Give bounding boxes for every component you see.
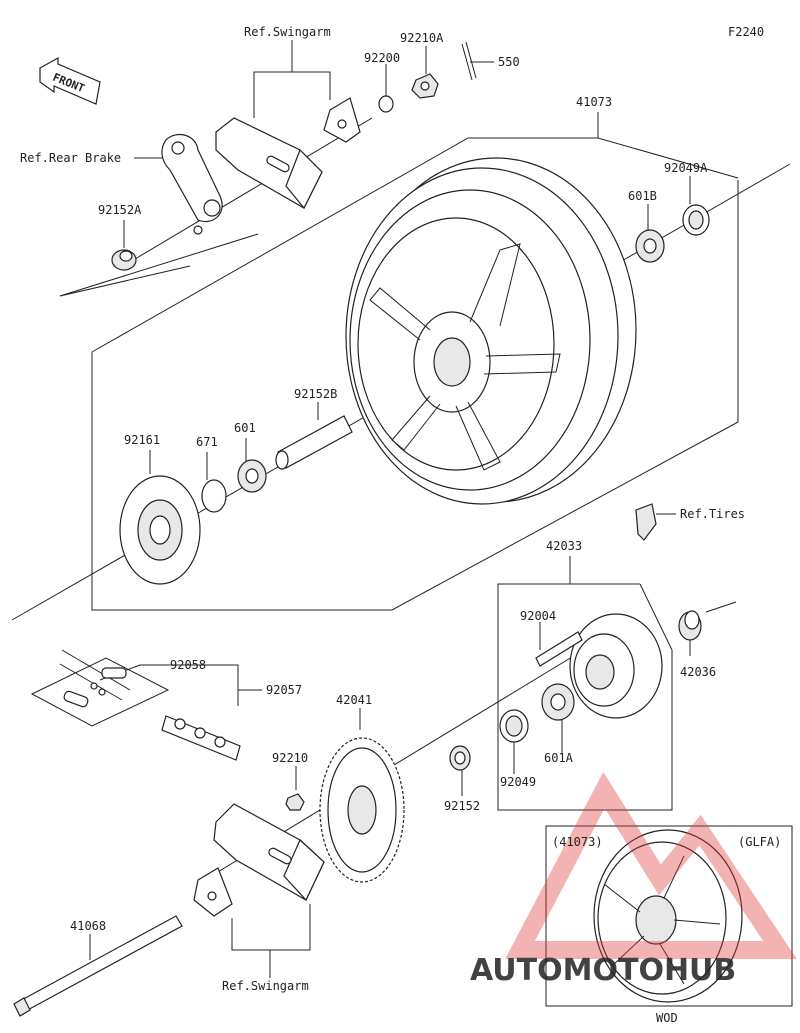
label-92057: 92057 (266, 683, 302, 697)
label-601: 601 (234, 421, 256, 435)
seal-92049A (682, 204, 710, 236)
nut-92210A (411, 73, 439, 99)
label-671: 671 (196, 435, 218, 449)
valve-ref-tires (635, 503, 657, 541)
collar-92152A (111, 249, 137, 271)
label-inset-color: WOD (656, 1011, 678, 1025)
bearing-601 (237, 459, 267, 493)
bearing-601A (541, 683, 575, 721)
label-92152: 92152 (444, 799, 480, 813)
label-92049: 92049 (500, 775, 536, 789)
label-601B: 601B (628, 189, 657, 203)
chain-adjuster-top (323, 97, 361, 143)
diagram-code: F2240 (728, 25, 764, 39)
watermark-text: AUTOMOTOHUB (470, 953, 736, 988)
chain-link-92058 (63, 667, 127, 708)
stud-92004 (535, 631, 583, 667)
rear-wheel-41073 (345, 157, 637, 505)
label-92152A: 92152A (98, 203, 142, 217)
inset-wheel-variant (545, 825, 793, 1007)
washer-92200 (378, 95, 394, 113)
label-92200: 92200 (364, 51, 400, 65)
damper-92161 (119, 475, 201, 585)
label-92210: 92210 (272, 751, 308, 765)
label-42033: 42033 (546, 539, 582, 553)
rear-brake-bracket (161, 133, 223, 235)
label-92152B: 92152B (294, 387, 337, 401)
label-92049A: 92049A (664, 161, 708, 175)
label-ref-rear-brake: Ref.Rear Brake (20, 151, 121, 165)
watermark-logo: AUTOMOTOHUB (470, 771, 797, 988)
label-42041: 42041 (336, 693, 372, 707)
label-92058: 92058 (170, 658, 206, 672)
o-ring-671 (201, 479, 227, 513)
label-ref-swingarm-bottom: Ref.Swingarm (222, 979, 309, 993)
label-inset-part: (41073) (552, 835, 603, 849)
axle-41068 (13, 915, 183, 1017)
label-ref-swingarm-top: Ref.Swingarm (244, 25, 331, 39)
label-92004: 92004 (520, 609, 556, 623)
label-550: 550 (498, 55, 520, 69)
sprocket-hub-42033 (569, 613, 663, 719)
collar-42036 (678, 610, 702, 641)
label-92210A: 92210A (400, 31, 444, 45)
label-92161: 92161 (124, 433, 160, 447)
label-ref-tires: Ref.Tires (680, 507, 745, 521)
bearing-601B (635, 229, 665, 263)
swingarm-bottom (213, 803, 325, 902)
cotter-pin-550 (461, 41, 477, 81)
label-41073: 41073 (576, 95, 612, 109)
part-labels: Ref.Swingarm 92210A 92200 550 41073 Ref.… (20, 25, 781, 1025)
chain-adjuster-bottom (193, 867, 233, 917)
label-601A: 601A (544, 751, 574, 765)
chain-92057 (30, 649, 241, 761)
label-42036: 42036 (680, 665, 716, 679)
nut-92210 (285, 793, 305, 811)
front-arrow-icon: FRONT (39, 56, 101, 105)
seal-92049 (499, 709, 529, 743)
collar-92152B (275, 415, 353, 470)
label-41068: 41068 (70, 919, 106, 933)
label-inset-variant: (GLFA) (738, 835, 781, 849)
sprocket-42041 (319, 737, 405, 883)
swingarm-top (215, 117, 323, 210)
collar-92152 (449, 745, 471, 771)
